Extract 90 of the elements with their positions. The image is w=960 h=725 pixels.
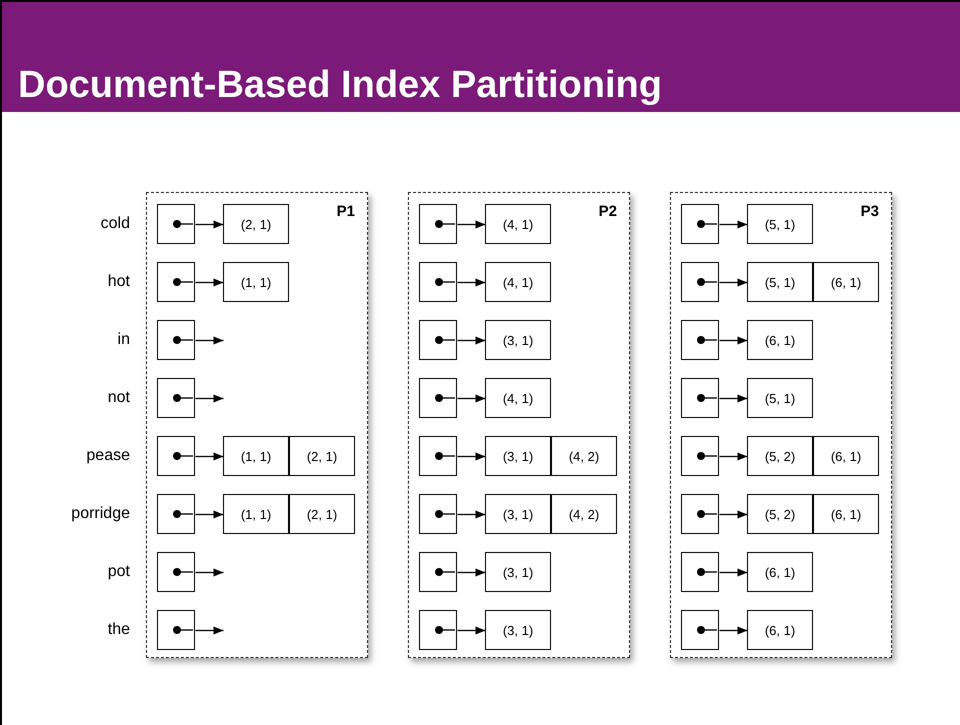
posting-entry: (4, 2) [551,436,617,476]
arrow [196,278,224,286]
term-label: pot [106,562,130,580]
posting-entry: (6, 1) [747,610,813,650]
pointer-cell [157,262,195,302]
pointer-cell [681,320,719,360]
posting-entry: (1, 1) [223,494,289,534]
arrow [720,452,748,460]
arrow [720,220,748,228]
pointer-cell [681,378,719,418]
partition-panel [146,192,368,658]
arrow [458,220,486,228]
term-label: the [106,620,130,638]
arrow [196,568,224,576]
pointer-cell [157,320,195,360]
posting-entry: (4, 1) [485,378,551,418]
partition-label: P2 [598,203,617,220]
arrow [720,510,748,518]
arrow [458,568,486,576]
term-label: pease [85,446,130,464]
arrow [458,336,486,344]
term-label: cold [100,214,130,232]
pointer-cell [157,436,195,476]
posting-entry: (1, 1) [223,436,289,476]
partition-label: P1 [336,203,355,220]
arrow [196,336,224,344]
posting-entry: (4, 1) [485,204,551,244]
pointer-cell [157,552,195,592]
posting-entry: (6, 1) [813,436,879,476]
arrow [458,452,486,460]
arrow [458,278,486,286]
arrow [196,220,224,228]
term-label: porridge [70,504,130,522]
pointer-cell [681,552,719,592]
partition-label: P3 [860,203,879,220]
posting-entry: (5, 1) [747,262,813,302]
posting-entry: (5, 1) [747,204,813,244]
arrow [196,394,224,402]
partition-panel [408,192,630,658]
pointer-cell [419,494,457,534]
pointer-cell [419,378,457,418]
partition-panel [670,192,892,658]
posting-entry: (1, 1) [223,262,289,302]
term-label: hot [106,272,130,290]
arrow [720,626,748,634]
posting-entry: (2, 1) [289,436,355,476]
posting-entry: (6, 1) [747,320,813,360]
posting-entry: (6, 1) [813,494,879,534]
pointer-cell [157,204,195,244]
term-label: not [106,388,130,406]
posting-entry: (6, 1) [747,552,813,592]
arrow [196,452,224,460]
pointer-cell [419,436,457,476]
slide-title: Document-Based Index Partitioning [18,64,662,107]
pointer-cell [419,320,457,360]
pointer-cell [419,610,457,650]
posting-entry: (3, 1) [485,436,551,476]
posting-entry: (2, 1) [223,204,289,244]
pointer-cell [681,204,719,244]
posting-entry: (4, 1) [485,262,551,302]
posting-entry: (3, 1) [485,320,551,360]
arrow [458,510,486,518]
pointer-cell [681,436,719,476]
posting-entry: (6, 1) [813,262,879,302]
pointer-cell [681,494,719,534]
arrow [720,394,748,402]
arrow [458,394,486,402]
pointer-cell [681,610,719,650]
arrow [196,626,224,634]
posting-entry: (4, 2) [551,494,617,534]
pointer-cell [157,378,195,418]
pointer-cell [157,494,195,534]
arrow [196,510,224,518]
pointer-cell [419,262,457,302]
pointer-cell [157,610,195,650]
posting-entry: (3, 1) [485,494,551,534]
pointer-cell [681,262,719,302]
term-label: in [116,330,130,348]
posting-entry: (5, 2) [747,436,813,476]
pointer-cell [419,204,457,244]
posting-entry: (3, 1) [485,552,551,592]
arrow [720,336,748,344]
posting-entry: (5, 1) [747,378,813,418]
arrow [720,278,748,286]
pointer-cell [419,552,457,592]
posting-entry: (5, 2) [747,494,813,534]
posting-entry: (3, 1) [485,610,551,650]
posting-entry: (2, 1) [289,494,355,534]
arrow [458,626,486,634]
arrow [720,568,748,576]
